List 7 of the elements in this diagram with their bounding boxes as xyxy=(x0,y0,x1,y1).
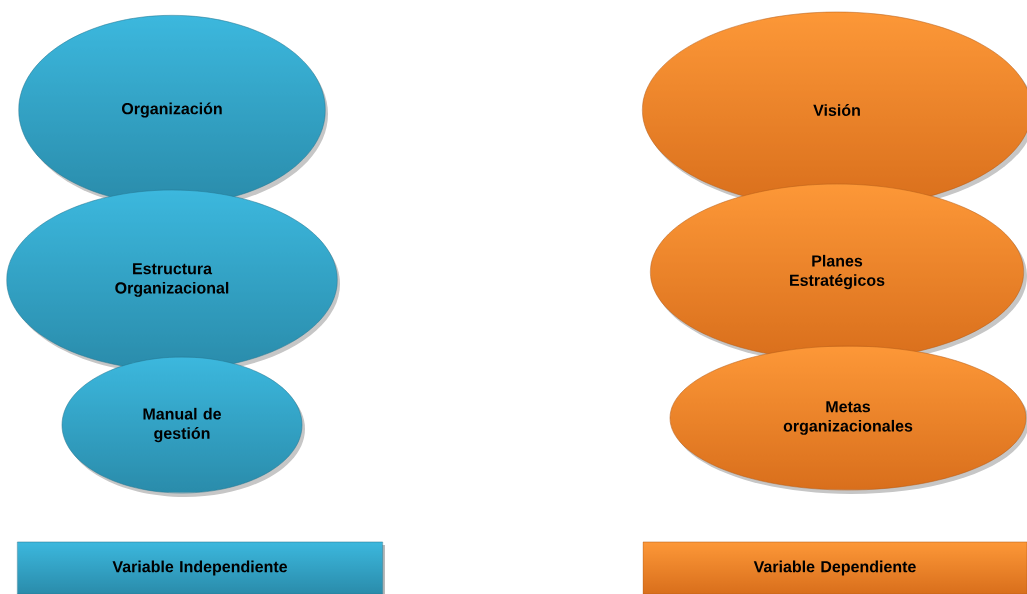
label-box: Variable Independiente xyxy=(17,541,385,594)
ellipse-node: Organización xyxy=(18,15,328,209)
ellipse-node: Estructura Organizacional xyxy=(6,189,340,374)
label-box: Variable Dependiente xyxy=(642,541,1027,594)
ellipse-node: Metas organizacionales xyxy=(669,345,1027,494)
ellipse-node: Planes Estratégicos xyxy=(650,183,1027,364)
ellipse-node: Manual de gestión xyxy=(61,356,305,497)
